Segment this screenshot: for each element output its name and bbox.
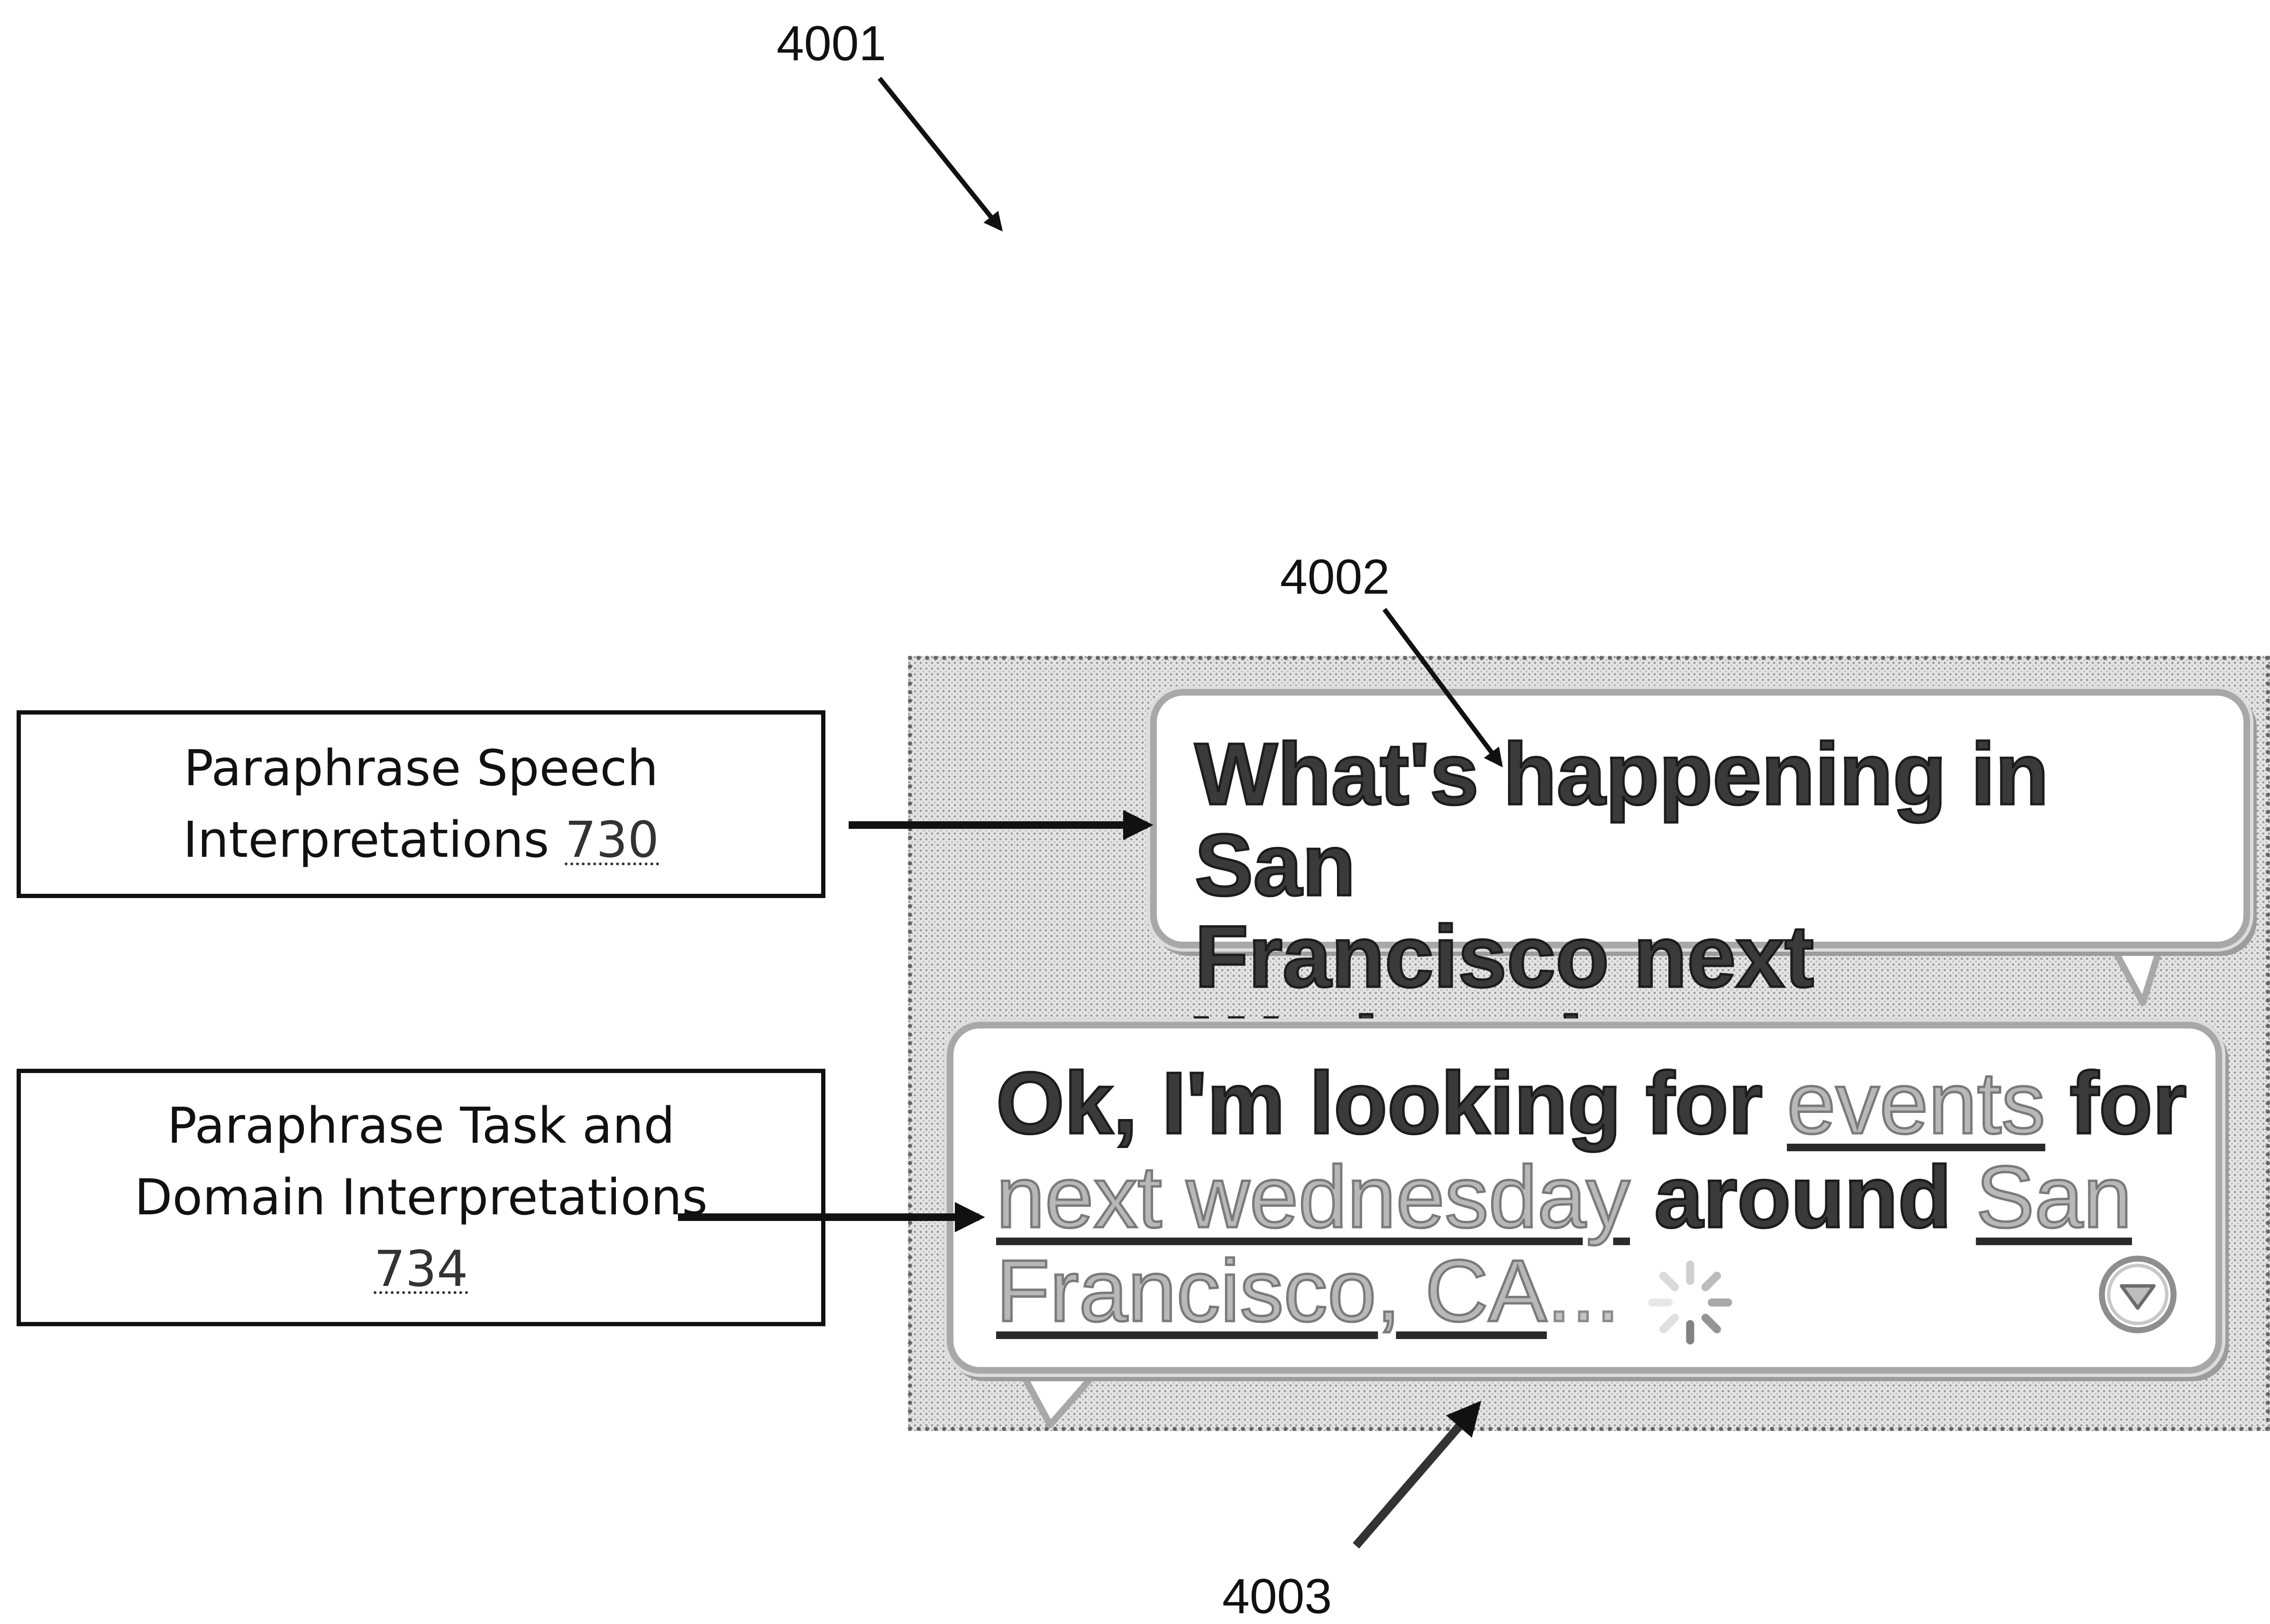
- ref-4003: 4003: [1222, 1569, 1332, 1624]
- assistant-line1: Ok, I'm looking for events for: [995, 1055, 2197, 1152]
- label-task-ref: 734: [374, 1239, 468, 1298]
- ref-4001: 4001: [777, 16, 887, 71]
- ref-4001-pointer: [878, 76, 1003, 232]
- loading-spinner-icon: [1648, 1260, 1732, 1345]
- location-term-link-part1[interactable]: San: [1975, 1148, 2133, 1246]
- assistant-line3: Francisco, CA...: [995, 1242, 2197, 1340]
- location-term-link-part2[interactable]: Francisco, CA: [995, 1242, 1548, 1340]
- label-speech-line2-row: Interpretations 730: [183, 804, 659, 876]
- label-box-paraphrase-task: Paraphrase Task and Domain Interpretatio…: [17, 1069, 825, 1326]
- assistant-prefix: Ok, I'm looking for: [995, 1055, 1787, 1152]
- label-speech-line2: Interpretations: [183, 811, 549, 869]
- task-term-link[interactable]: events: [1785, 1055, 2046, 1152]
- label-speech-ref: 730: [565, 811, 659, 869]
- user-utterance-bubble: What's happening in San Francisco next W…: [1150, 689, 2250, 1095]
- date-term-link[interactable]: next wednesday: [995, 1148, 1631, 1246]
- user-utterance-line1: What's happening in San: [1194, 725, 2050, 915]
- ref-4002: 4002: [1280, 550, 1390, 605]
- label-box-paraphrase-speech: Paraphrase Speech Interpretations 730: [17, 710, 825, 898]
- assistant-ellipsis: ...: [1546, 1242, 1621, 1340]
- assistant-paraphrase-bubble: Ok, I'm looking for events for next wedn…: [947, 1022, 2222, 1374]
- disclosure-down-icon[interactable]: [2095, 1252, 2180, 1337]
- assistant-connector2: around: [1630, 1148, 1976, 1246]
- label-task-line2: Domain Interpretations: [134, 1168, 708, 1227]
- assistant-connector1: for: [2045, 1055, 2188, 1152]
- label-task-line1: Paraphrase Task and: [167, 1097, 675, 1155]
- label-speech-line1: Paraphrase Speech: [183, 739, 659, 798]
- assistant-line2: next wednesday around San: [995, 1148, 2197, 1246]
